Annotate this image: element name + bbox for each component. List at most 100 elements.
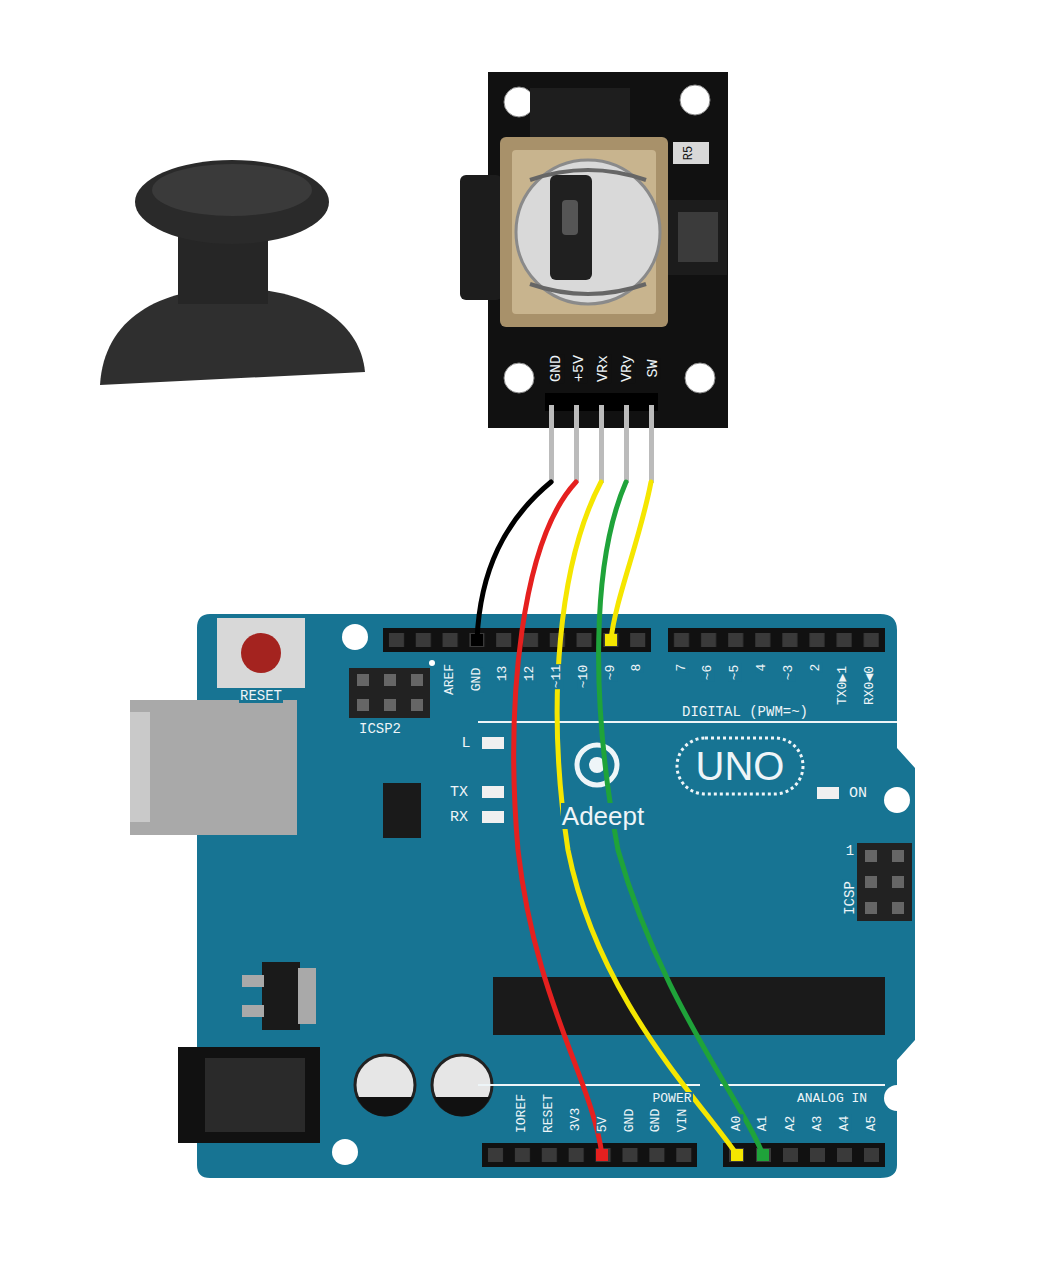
pin-label: A2 (784, 1114, 797, 1132)
pin-label: SW (645, 358, 660, 378)
pin-label: 5V (596, 1115, 609, 1133)
pin-label: 2 (810, 662, 823, 672)
regulator-lead (242, 1005, 264, 1017)
pin-label: A4 (838, 1114, 851, 1132)
wire-end (471, 634, 483, 646)
pin-label: DIGITAL (PWM=~) (681, 705, 809, 719)
power-header (482, 1143, 697, 1167)
mount-hole (685, 363, 715, 393)
pin1-dot (429, 660, 435, 666)
mount-hole (504, 363, 534, 393)
pin-label: ON (848, 786, 868, 801)
cap-top-shade (152, 164, 312, 216)
silkscreen-line (720, 1084, 885, 1086)
joystick-module (460, 72, 728, 483)
pin-label: GND (624, 1107, 637, 1132)
power-header (482, 1143, 697, 1167)
pin-label: 13 (496, 664, 509, 682)
analog-header (723, 1143, 885, 1167)
pin-label: GND (471, 666, 484, 691)
pin-label: RX0◀0 (863, 664, 876, 705)
reset-button (217, 618, 305, 688)
pin-label: ~10 (578, 663, 591, 688)
icsp-header (857, 843, 912, 921)
pin (649, 405, 654, 483)
power-jack (205, 1058, 305, 1132)
icsp2-header (349, 668, 430, 718)
mount-hole (342, 624, 368, 650)
pin (357, 674, 369, 686)
pin-label: TX0▶1 (836, 664, 849, 705)
mount-hole (332, 1139, 358, 1165)
pin (574, 405, 579, 483)
mount-hole (680, 85, 710, 115)
gnd-wire (477, 482, 551, 640)
push-switch (678, 212, 718, 262)
pin (599, 405, 604, 483)
pin (411, 699, 423, 711)
regulator-tab (298, 968, 316, 1024)
capacitor (434, 1097, 490, 1116)
pin (865, 850, 877, 862)
led (482, 786, 504, 798)
pin-label: RESET (542, 1092, 555, 1133)
silkscreen-line (478, 721, 897, 723)
pin-label: ANALOG IN (796, 1092, 868, 1105)
silkscreen-line (478, 1084, 700, 1086)
pin-label: A0 (730, 1114, 743, 1132)
wire-end (596, 1149, 608, 1161)
mount-hole (884, 1085, 910, 1111)
pin-label: Adeept (561, 803, 645, 829)
stick (562, 200, 578, 235)
logo-gear (577, 745, 617, 785)
mount-hole (504, 87, 534, 117)
capacitor (357, 1097, 413, 1116)
power-jack (178, 1047, 320, 1143)
gimbal (516, 160, 660, 304)
led (482, 811, 504, 823)
pin-label: ICSP2 (358, 722, 402, 736)
pin-label: ~6 (701, 663, 714, 681)
pin-label: L (460, 736, 471, 751)
usb-port (130, 712, 150, 822)
pin (549, 405, 554, 483)
wire-end (757, 1149, 769, 1161)
digital-header (668, 628, 885, 652)
resistor-symbol (673, 142, 709, 164)
pin (624, 405, 629, 483)
pin (892, 876, 904, 888)
pin (865, 876, 877, 888)
wires (471, 482, 769, 1161)
pin (892, 850, 904, 862)
pin-label: 4 (756, 662, 769, 672)
mount-hole (884, 787, 910, 813)
pin-label: +5V (572, 353, 587, 382)
wire-end (605, 634, 617, 646)
pin-label: 7 (676, 662, 689, 672)
pot-body (530, 88, 630, 138)
push-switch (665, 200, 727, 275)
pin-label: ICSP (843, 880, 857, 916)
pin-label: 12 (523, 664, 536, 682)
pin (384, 674, 396, 686)
digital-header (668, 628, 885, 652)
reset-button (241, 633, 281, 673)
led (817, 787, 839, 799)
pin (892, 902, 904, 914)
pin-label: ~5 (728, 663, 741, 681)
pin-label: RX (449, 810, 469, 825)
pin (384, 699, 396, 711)
pin (411, 674, 423, 686)
analog-header (723, 1143, 885, 1167)
stick (550, 175, 592, 280)
joystick-cap (100, 160, 365, 385)
pin (865, 902, 877, 914)
pin-label: RESET (239, 689, 283, 703)
metal-housing (500, 137, 668, 327)
pin-label: VIN (677, 1107, 690, 1132)
uno-badge (677, 738, 803, 794)
pin-label: AREF (444, 662, 457, 695)
usb-port (130, 700, 297, 835)
pin-label: 3V3 (570, 1106, 583, 1131)
pin-label: ~3 (782, 663, 795, 681)
